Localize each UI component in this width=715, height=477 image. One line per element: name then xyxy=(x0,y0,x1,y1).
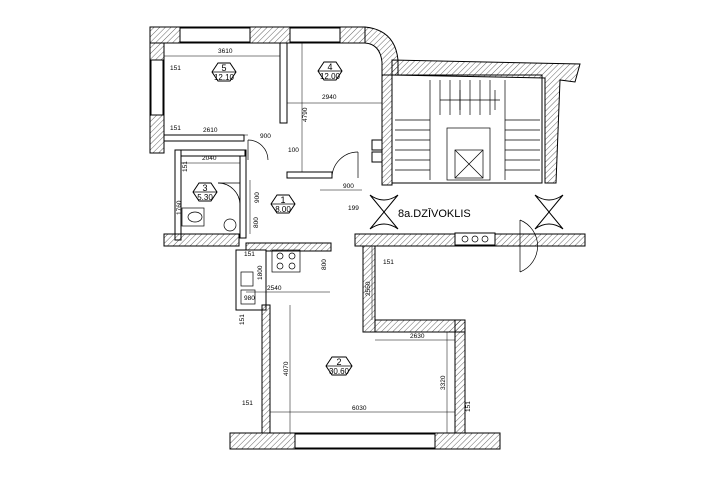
dimension-labels: 3610 2940 4790 2610 2040 900 900 900 100… xyxy=(170,48,472,412)
room-area: 8.00 xyxy=(275,205,291,214)
dim-100: 100 xyxy=(288,147,299,154)
fridge xyxy=(240,289,256,305)
cooktop xyxy=(271,249,301,273)
room-number: 1 xyxy=(280,195,285,205)
room-area: 30.60 xyxy=(329,367,350,376)
room-tag-2: 2 30.60 xyxy=(325,356,353,376)
partition-5-4 xyxy=(279,42,288,124)
dim-4790: 4790 xyxy=(302,107,309,122)
dim-1800: 1800 xyxy=(257,265,264,280)
stairs xyxy=(371,80,540,246)
room-tag-3: 3 5.30 xyxy=(192,182,218,202)
top-window-2 xyxy=(289,27,341,43)
door-swing-3 xyxy=(217,182,241,206)
flat-label: 8a.DZĪVOKLIS xyxy=(398,208,471,220)
dim-2550: 2550 xyxy=(365,281,372,296)
partition-5-3 xyxy=(163,134,245,142)
sink xyxy=(223,218,237,232)
room-tag-5: 5 12.10 xyxy=(211,62,237,82)
room2-step-wall xyxy=(374,319,466,333)
dim-900-a: 900 xyxy=(260,133,271,140)
dimension-lines xyxy=(164,43,455,433)
dim-2610: 2610 xyxy=(203,127,218,134)
dim-2540: 2540 xyxy=(267,285,282,292)
dim-151-b: 151 xyxy=(170,125,181,132)
dim-151-h: 151 xyxy=(239,314,246,325)
wall-4-right xyxy=(381,74,393,186)
wall-4-bottom xyxy=(286,171,333,179)
walls xyxy=(149,26,586,450)
stair-core xyxy=(391,74,543,184)
dim-1760: 1760 xyxy=(176,200,183,215)
mailbox-2 xyxy=(371,151,383,163)
room-tag-4: 4 12.00 xyxy=(317,61,343,81)
dim-151-c: 151 xyxy=(182,161,189,172)
kitchen-sink xyxy=(240,271,254,287)
room-number: 3 xyxy=(202,183,207,193)
dim-2040: 2040 xyxy=(202,155,217,162)
dim-800-b: 800 xyxy=(321,259,328,270)
top-window-1 xyxy=(179,27,251,43)
panel-box xyxy=(454,232,496,246)
dim-3610: 3610 xyxy=(218,48,233,55)
wall-bath-bottom xyxy=(163,233,240,247)
stair-door-swing xyxy=(519,219,538,273)
toilet xyxy=(181,207,205,227)
room-tag-1: 1 8.00 xyxy=(270,194,296,214)
room-area: 12.00 xyxy=(320,72,341,81)
fixtures xyxy=(181,207,301,305)
room-number: 4 xyxy=(327,62,332,72)
dim-151-a: 151 xyxy=(170,65,181,72)
kitchen-top-wall xyxy=(245,242,332,252)
entrance-door-b-bottom xyxy=(534,211,564,230)
room-tags: 5 12.10 4 12.00 3 5.30 1 8.00 2 30.60 xyxy=(192,61,353,376)
room-area: 5.30 xyxy=(197,193,213,202)
left-window xyxy=(150,59,164,116)
bath-left-wall xyxy=(174,149,182,241)
doors xyxy=(217,139,564,273)
room-number: 5 xyxy=(221,63,226,73)
room-area: 12.10 xyxy=(214,73,235,82)
entrance-door-a-top xyxy=(369,194,399,213)
dim-6030: 6030 xyxy=(352,405,367,412)
room-number: 2 xyxy=(336,357,341,367)
bottom-window xyxy=(294,433,436,449)
room2-left-wall xyxy=(261,304,271,434)
door-swing-4 xyxy=(331,151,359,179)
dim-3320: 3320 xyxy=(440,375,447,390)
dim-151-d: 151 xyxy=(244,251,255,258)
stair-outer-wall xyxy=(391,59,581,184)
dim-151-e: 151 xyxy=(383,259,394,266)
room2-right-wall xyxy=(454,319,466,434)
dim-2630: 2630 xyxy=(410,333,425,340)
dim-800-a: 800 xyxy=(253,217,260,228)
dim-4070: 4070 xyxy=(283,361,290,376)
bath-top-wall xyxy=(180,149,246,157)
entrance-door-b-top xyxy=(534,194,564,213)
bath-right-wall xyxy=(239,149,247,239)
entrance-door-a-bottom xyxy=(369,211,399,230)
dim-980: 980 xyxy=(244,295,255,302)
dim-199: 199 xyxy=(348,205,359,212)
dim-151-g: 151 xyxy=(465,401,472,412)
dim-900-c: 900 xyxy=(343,183,354,190)
door-swing-5 xyxy=(247,139,269,161)
dim-2940: 2940 xyxy=(322,94,337,101)
dim-151-f: 151 xyxy=(242,400,253,407)
dim-900-b: 900 xyxy=(254,192,261,203)
mailbox-1 xyxy=(371,139,383,151)
